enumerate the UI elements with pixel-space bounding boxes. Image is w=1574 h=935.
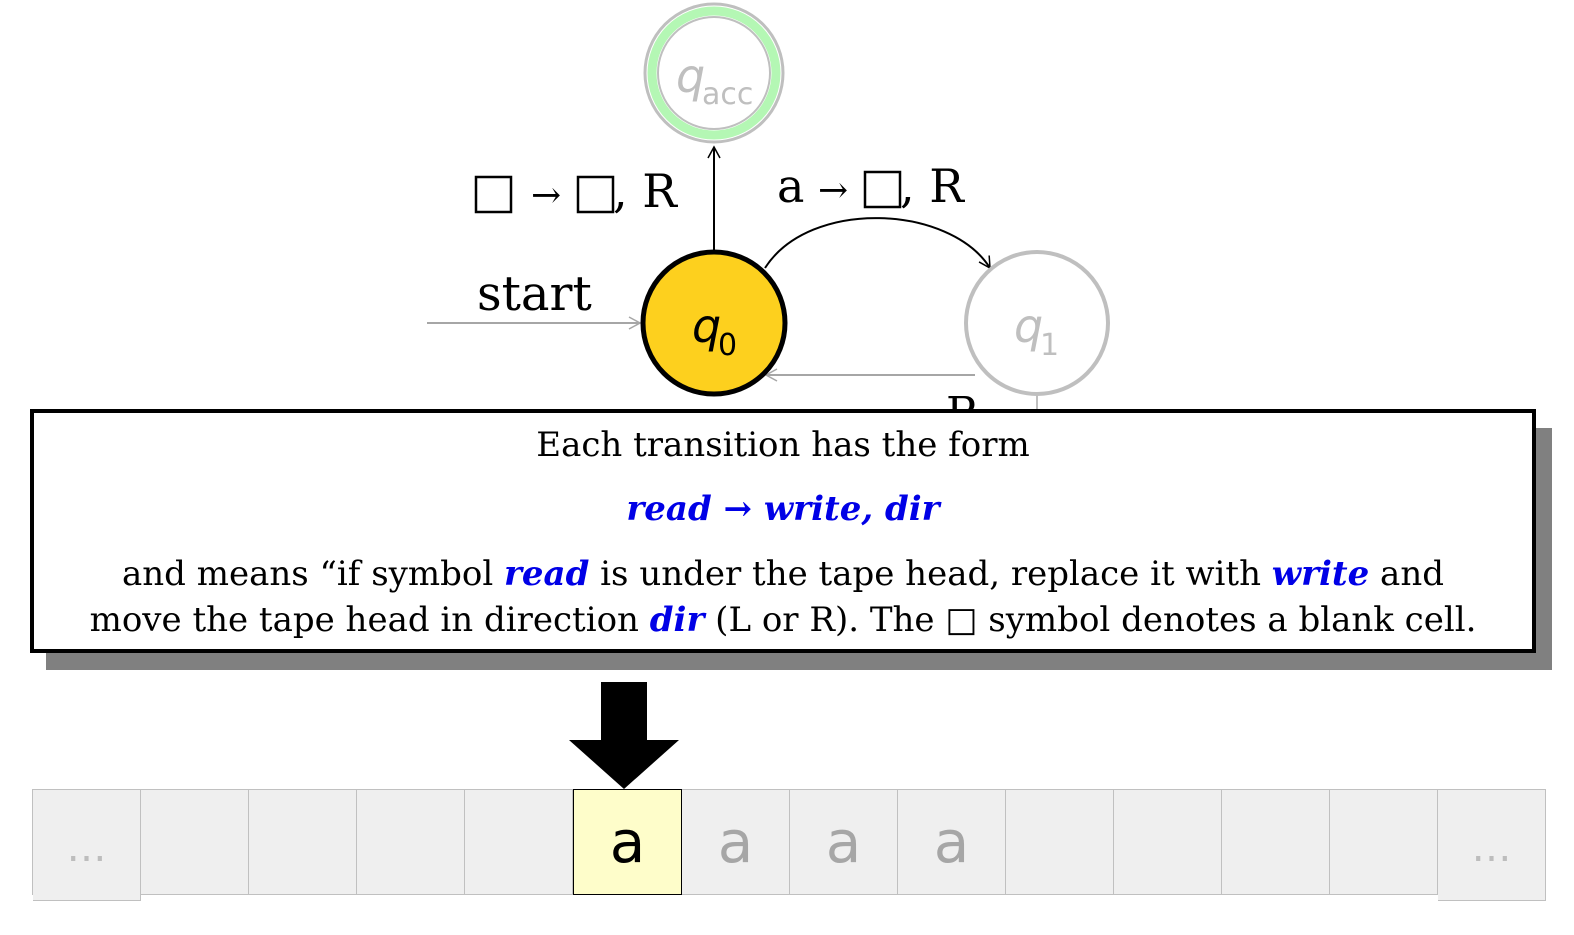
tape-cell bbox=[357, 789, 465, 895]
note-text: and means “if symbol bbox=[122, 554, 505, 594]
edge-q0-to-q1-label: a → , R bbox=[777, 159, 965, 213]
state-q1: q 1 bbox=[964, 250, 1110, 396]
state-q1-letter: q bbox=[1014, 299, 1043, 353]
note-text: move the tape head in direction bbox=[89, 600, 650, 640]
tape-cell: a bbox=[682, 789, 790, 895]
state-q0-letter: q bbox=[692, 299, 721, 353]
note-row-2: move the tape head in direction dir (L o… bbox=[34, 597, 1532, 643]
tape-cell bbox=[1006, 789, 1114, 895]
edge-q0-to-qacc-label: → , R bbox=[474, 164, 678, 218]
note-dir: dir bbox=[649, 600, 705, 640]
state-q-acc-letter: q bbox=[676, 49, 705, 103]
note-heading: Each transition has the form bbox=[536, 425, 1030, 465]
state-q0-subscript: 0 bbox=[718, 328, 737, 363]
tape-cell: … bbox=[33, 789, 141, 901]
state-q-acc-subscript: acc bbox=[702, 77, 753, 112]
note-read: read bbox=[504, 554, 590, 594]
blank-symbol-icon bbox=[474, 175, 513, 214]
tape-cell: a bbox=[790, 789, 898, 895]
state-q1-subscript: 1 bbox=[1040, 328, 1059, 363]
tape-cell bbox=[465, 789, 573, 895]
tape-cell: … bbox=[1438, 789, 1546, 901]
transition-direction: , R bbox=[613, 164, 678, 218]
tape-cell-head: a bbox=[573, 789, 682, 895]
tape-cell bbox=[141, 789, 249, 895]
blank-symbol-icon bbox=[576, 175, 615, 214]
state-q-acc: q acc bbox=[643, 2, 785, 144]
transition-arrow: → bbox=[531, 175, 561, 216]
transition-arrow: → bbox=[818, 170, 848, 211]
tape-cell: a bbox=[898, 789, 1006, 895]
transition-explanation-box: Each transition has the form read → writ… bbox=[30, 409, 1536, 653]
note-text: (L or R). The □ symbol denotes a blank c… bbox=[704, 600, 1477, 640]
note-explanation: and means “if symbol read is under the t… bbox=[34, 551, 1532, 643]
transition-read: a bbox=[777, 159, 804, 213]
note-text: and bbox=[1369, 554, 1444, 594]
note-form: read → write, dir bbox=[626, 489, 940, 529]
note-write: write bbox=[1271, 554, 1370, 594]
note-text: is under the tape head, replace it with bbox=[589, 554, 1272, 594]
start-label: start bbox=[477, 266, 592, 322]
tape-cell bbox=[249, 789, 357, 895]
tape-head-arrow-icon bbox=[569, 682, 679, 789]
tape-cell bbox=[1114, 789, 1222, 895]
tape-cell bbox=[1330, 789, 1438, 895]
blank-symbol-icon bbox=[863, 170, 902, 209]
note-row-1: and means “if symbol read is under the t… bbox=[34, 551, 1532, 597]
transition-direction: , R bbox=[900, 159, 965, 213]
edge-q0-to-q1 bbox=[764, 217, 991, 270]
tape-cell bbox=[1222, 789, 1330, 895]
state-q0: q 0 bbox=[640, 249, 788, 397]
